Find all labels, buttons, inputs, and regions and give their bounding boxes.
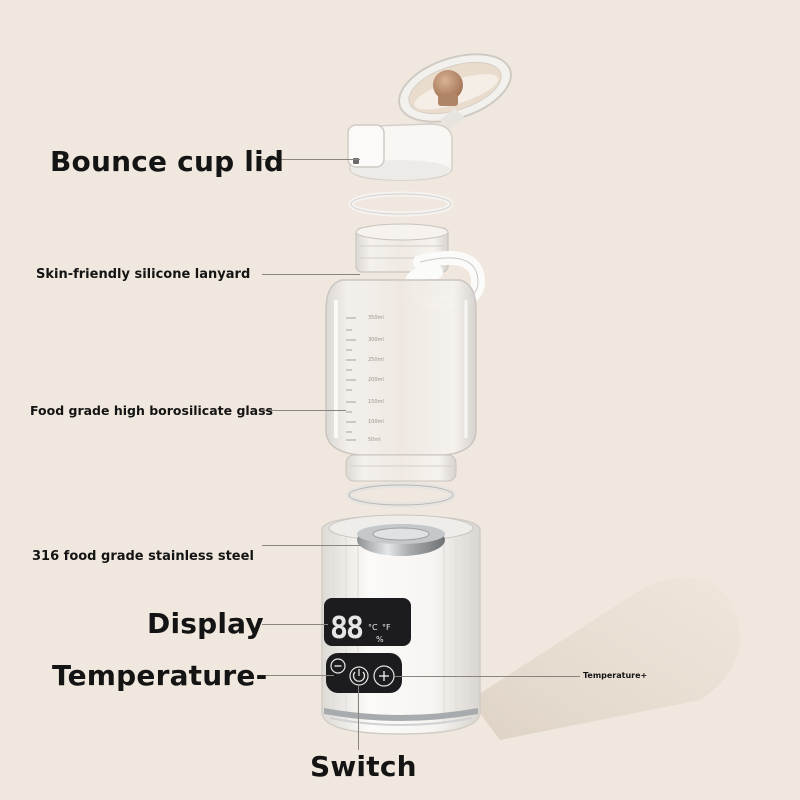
display-digits: 88 bbox=[330, 611, 363, 646]
label-temperature-minus: Temperature- bbox=[52, 659, 268, 692]
leader-line-switch bbox=[358, 686, 359, 750]
label-silicone-lanyard: Skin-friendly silicone lanyard bbox=[36, 267, 251, 282]
floor-shadow bbox=[470, 577, 740, 740]
scale-100: 100ml bbox=[368, 419, 384, 425]
scale-150: 150ml bbox=[368, 399, 384, 405]
label-borosilicate-glass: Food grade high borosilicate glass bbox=[30, 403, 273, 418]
leader-line-steel bbox=[262, 545, 360, 546]
leader-line-lanyard bbox=[262, 274, 360, 275]
scale-250: 250ml bbox=[368, 357, 384, 363]
temperature-plus-button[interactable] bbox=[373, 665, 395, 687]
leader-line-glass bbox=[262, 410, 346, 411]
scale-200: 200ml bbox=[368, 377, 384, 383]
scale-350: 350ml bbox=[368, 315, 384, 321]
scale-50: 50ml bbox=[368, 437, 381, 443]
scale-ticks bbox=[346, 317, 356, 441]
temperature-minus-button[interactable] bbox=[330, 658, 346, 674]
glass-bottle: 350ml 300ml 250ml 200ml 150ml 100ml 50ml bbox=[325, 223, 486, 482]
unit-percent: % bbox=[376, 635, 384, 644]
label-temperature-plus: Temperature+ bbox=[583, 671, 648, 680]
bounce-cup-lid bbox=[347, 53, 512, 181]
label-switch: Switch bbox=[310, 750, 417, 783]
label-bounce-cup-lid: Bounce cup lid bbox=[50, 145, 285, 178]
scale-300: 300ml bbox=[368, 337, 384, 343]
leader-line-temp-minus bbox=[258, 675, 334, 676]
label-stainless-steel: 316 food grade stainless steel bbox=[32, 549, 254, 564]
power-switch-button[interactable] bbox=[349, 666, 369, 686]
label-display: Display bbox=[147, 607, 264, 640]
unit-celsius: °C bbox=[368, 623, 378, 632]
leader-line-display bbox=[262, 624, 328, 625]
display-panel: 88 °C °F % bbox=[324, 598, 411, 646]
unit-fahrenheit: °F bbox=[382, 623, 391, 632]
control-panel bbox=[326, 653, 402, 693]
leader-line-lid bbox=[262, 159, 360, 160]
wood-ball bbox=[433, 70, 463, 100]
leader-line-temp-plus bbox=[395, 676, 580, 677]
